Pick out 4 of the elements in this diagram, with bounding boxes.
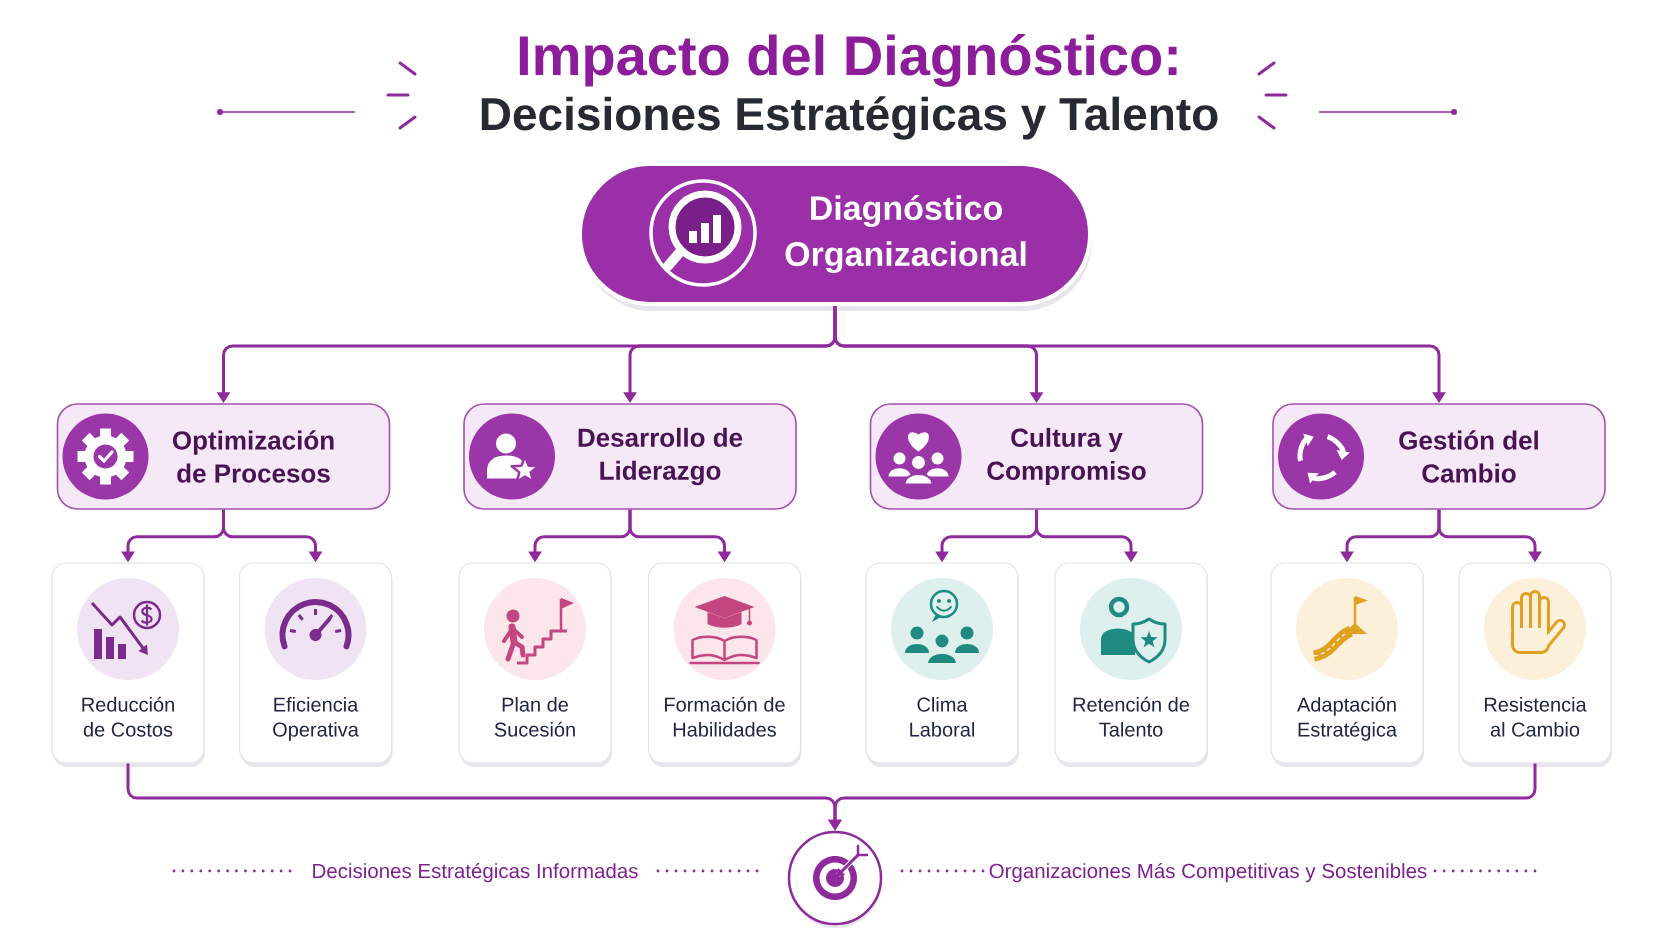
outcome-text: Organizaciones Más Competitivas y Sostenibles [989, 862, 1427, 883]
outcome-text: Decisiones Estratégicas Informadas [313, 862, 638, 883]
title: Impacto del Diagnóstico: [519, 33, 1177, 87]
pill-box: Diagnóstico Organizacional [578, 162, 1092, 311]
